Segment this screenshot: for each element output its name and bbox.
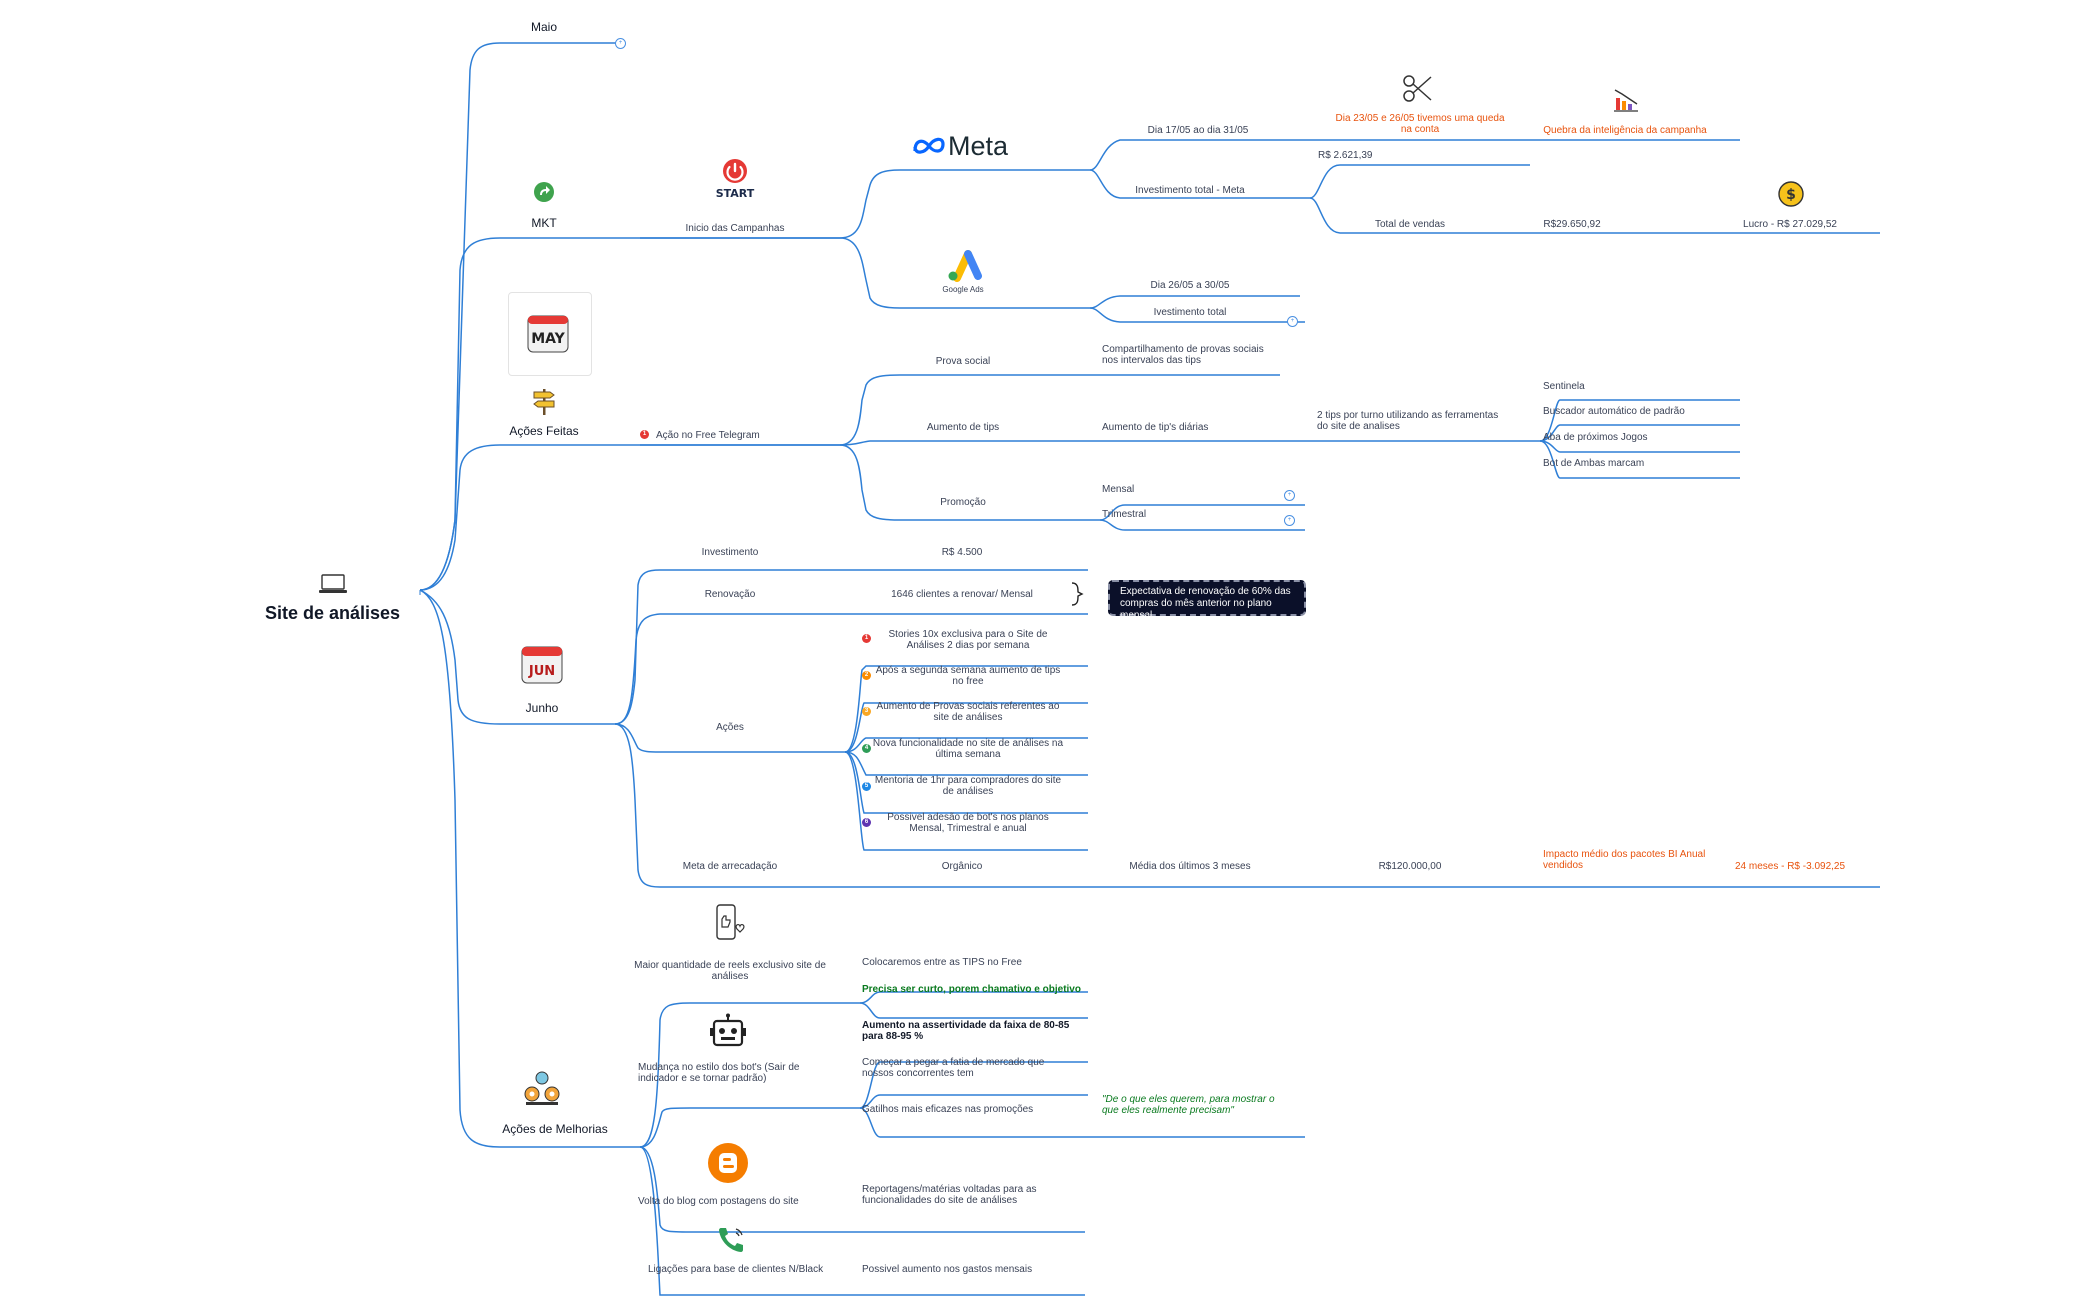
junho-investimento-valor: R$ 4.500 [941, 547, 983, 558]
meta-logo-text: Meta [948, 131, 1009, 161]
google-periodo: Dia 26/05 a 30/05 [1150, 280, 1230, 291]
acao-badge: 4 [862, 744, 871, 753]
branch-junho: Junho [525, 701, 559, 715]
branch-acoes-melhorias: Ações de Melhorias [502, 1122, 608, 1136]
branch-acoes-feitas: Ações Feitas [509, 424, 579, 438]
junho-acao-item: Após a segunda semana aumento de tips no… [875, 665, 1061, 687]
laptop-icon [319, 574, 347, 593]
organico: Orgânico [941, 861, 983, 872]
acao-free-telegram: Ação no Free Telegram [656, 430, 760, 441]
promo-trimestral: Trimestral [1102, 509, 1147, 520]
may-label: MAY [531, 331, 565, 347]
bots-quote: "De o que eles querem, para mostrar o qu… [1102, 1094, 1275, 1116]
acao-badge: 2 [862, 671, 871, 680]
junho-acao-item: Mentoria de 1hr para compradores do site… [874, 775, 1062, 797]
media-valor: R$120.000,00 [1378, 861, 1442, 872]
meta-investimento: Investimento total - Meta [1135, 185, 1245, 196]
promo-mensal: Mensal [1102, 484, 1135, 495]
meta-quebra: Quebra da inteligência da campanha [1543, 125, 1707, 136]
aumento-tips-diarias: Aumento de tip's diárias [1102, 422, 1209, 433]
acao-badge: 6 [862, 818, 871, 827]
collapse-trimestral-toggle[interactable]: + [1284, 515, 1295, 526]
may-calendar-icon: MAY [527, 315, 569, 353]
power-button-icon: START [716, 159, 755, 200]
junho-renovacao: Renovação [704, 589, 756, 600]
junho-acao-item: Possivel adesão de bot's nos planos Mens… [887, 812, 1049, 834]
total-vendas-valor: R$29.650,92 [1543, 219, 1601, 230]
telephone-icon [719, 1228, 743, 1252]
start-label: START [716, 187, 755, 200]
junho-renovacao-desc: 1646 clientes a renovar/ Mensal [891, 589, 1033, 600]
reels-tips: Colocaremos entre as TIPS no Free [862, 957, 1022, 968]
prova-social: Prova social [935, 356, 991, 367]
reels-curto: Precisa ser curto, porem chamativo e obj… [862, 984, 1081, 995]
google-ads-label: Google Ads [942, 285, 984, 294]
lucro: Lucro - R$ 27.029,52 [1743, 219, 1837, 230]
meta-valor: R$ 2.621,39 [1318, 150, 1373, 161]
branch-maio: Maio [530, 20, 558, 34]
melhoria-blog: Volta do blog com postagens do site [638, 1196, 799, 1207]
collapse-maio-toggle[interactable]: + [615, 38, 626, 49]
meses-valor: 24 meses - R$ -3.092,25 [1734, 861, 1846, 872]
ferramenta-item: Bot de Ambas marcam [1543, 458, 1645, 469]
junho-acao-item: Aumento de Provas sociais referentes ao … [876, 701, 1060, 723]
collapse-mensal-toggle[interactable]: + [1284, 490, 1295, 501]
ferramenta-item: Sentinela [1543, 381, 1585, 392]
meta-periodo: Dia 17/05 ao dia 31/05 [1147, 125, 1249, 136]
collapse-google-toggle[interactable]: + [1287, 316, 1298, 327]
green-arrow-icon [534, 182, 554, 202]
google-ads-icon [948, 250, 982, 282]
acao-badge: 3 [862, 707, 871, 716]
blog-desc: Reportagens/matérias voltadas para as fu… [862, 1184, 1037, 1206]
brace-connector [1071, 582, 1084, 606]
jun-label: JUN [528, 664, 555, 679]
ferramenta-item: Buscador automático de padrão [1543, 406, 1685, 417]
ferramenta-item: Aba de próximos Jogos [1543, 432, 1648, 443]
melhoria-ligacoes: Ligações para base de clientes N/Black [648, 1264, 824, 1275]
jun-calendar-icon: JUN [521, 646, 563, 684]
meta-queda: Dia 23/05 e 26/05 tivemos uma queda na c… [1335, 113, 1505, 135]
renovacao-callout: Expectativa de renovação de 60% das comp… [1108, 580, 1306, 621]
impacto-pacotes: Impacto médio dos pacotes BI Anual vendi… [1543, 849, 1706, 871]
root-node: Site de análises [265, 603, 401, 623]
declining-chart-icon [1614, 89, 1638, 112]
meta-arrecadacao: Meta de arrecadação [682, 861, 778, 872]
junho-acao-item: Nova funcionalidade no site de análises … [872, 738, 1064, 760]
dollar-coin-icon: $ [1778, 181, 1804, 207]
melhoria-bots: Mudança no estilo dos bot's (Sair de ind… [638, 1062, 800, 1084]
tips-turno: 2 tips por turno utilizando as ferrament… [1317, 410, 1499, 432]
acao-free-badge: 1 [640, 430, 649, 439]
prova-social-desc: Compartilhamento de provas sociais nos i… [1102, 344, 1264, 366]
google-investimento: Ivestimento total [1153, 307, 1227, 318]
acao-badge: 5 [862, 782, 871, 791]
scissors-icon [1403, 75, 1432, 102]
junho-investimento: Investimento [701, 547, 759, 558]
media-ultimos-meses: Média dos últimos 3 meses [1129, 861, 1251, 872]
aumento-tips: Aumento de tips [926, 422, 1000, 433]
blogger-icon [708, 1143, 748, 1183]
melhoria-reels: Maior quantidade de reels exclusivo site… [634, 960, 826, 982]
phone-like-icon [716, 904, 745, 940]
promocao: Promoção [940, 497, 986, 508]
branch-mkt: MKT [531, 216, 557, 230]
robot-icon [710, 1013, 746, 1047]
signpost-icon [533, 389, 555, 415]
junho-acoes: Ações [716, 722, 744, 733]
ligacoes-desc: Possivel aumento nos gastos mensais [862, 1264, 1033, 1275]
junho-acao-item: Stories 10x exclusiva para o Site de Aná… [888, 629, 1048, 651]
meta-infinity-icon [913, 137, 945, 154]
gears-idea-icon [524, 1071, 560, 1105]
total-vendas: Total de vendas [1374, 219, 1446, 230]
acao-badge: 1 [862, 634, 871, 643]
bots-gatilhos: Gatilhos mais eficazes nas promoções [862, 1104, 1034, 1115]
svg-text:$: $ [1786, 187, 1796, 203]
inicio-campanhas: Inicio das Campanhas [685, 223, 785, 234]
bots-assertividade: Aumento na assertividade da faixa de 80-… [862, 1020, 1070, 1042]
bots-fatia: Começar a pegar a fatia de mercado que n… [862, 1057, 1045, 1079]
